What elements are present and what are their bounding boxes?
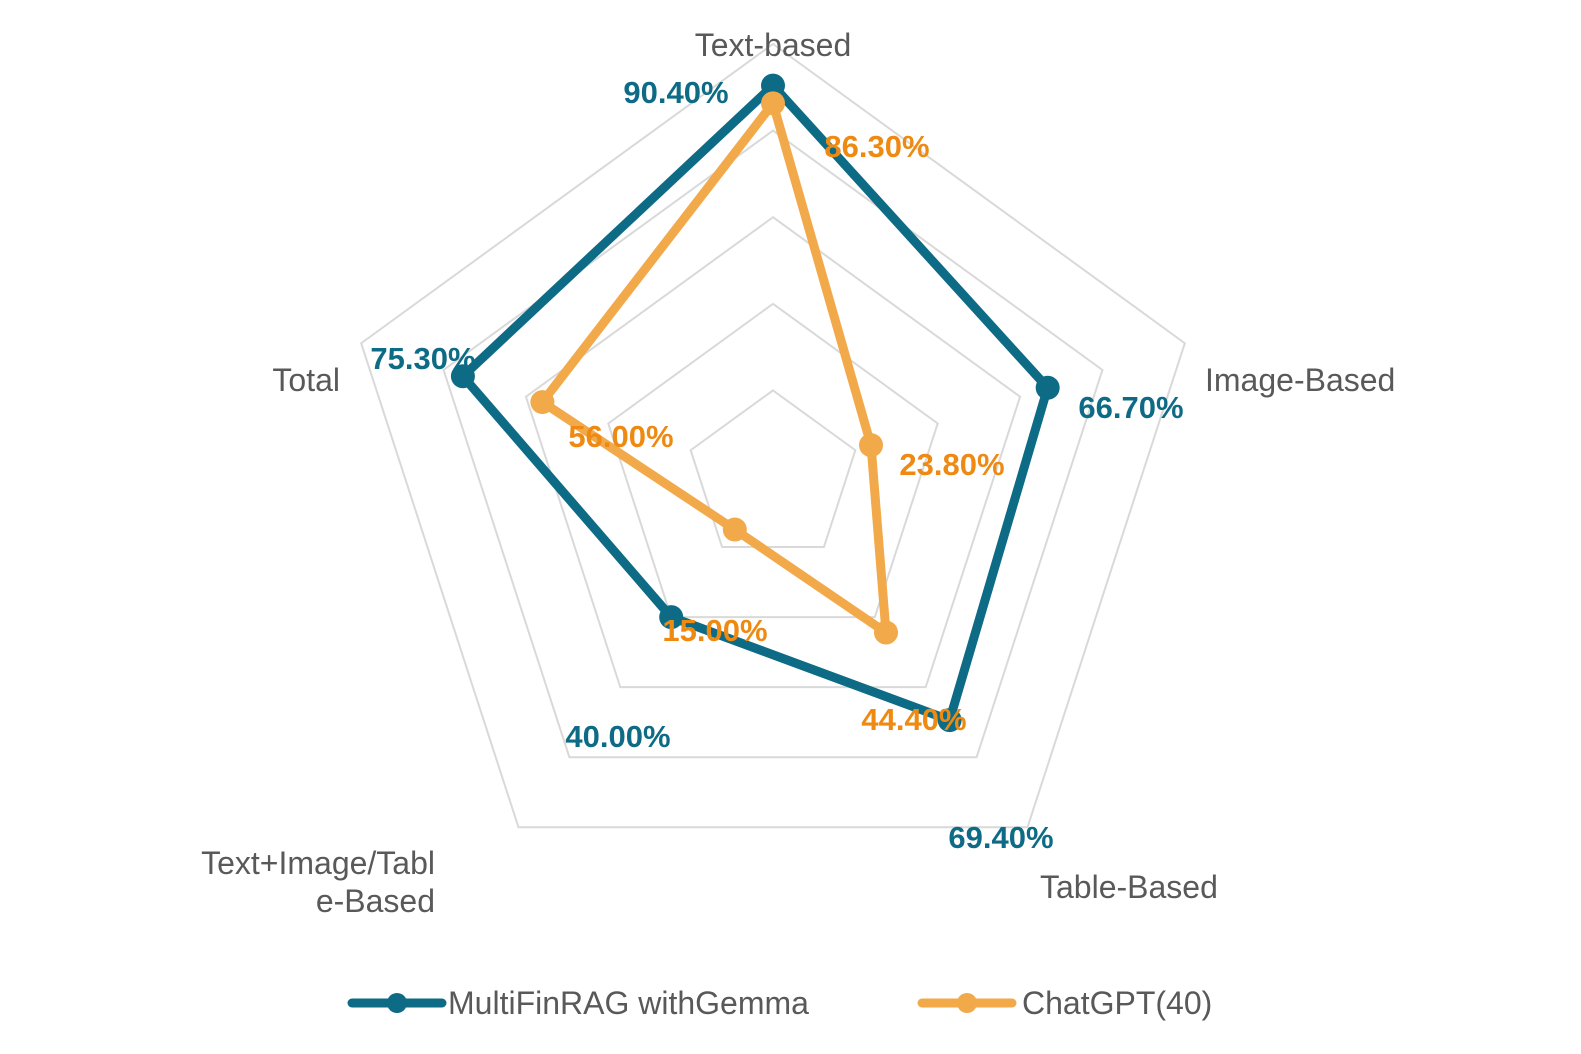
data-label: 86.30% <box>824 129 929 164</box>
data-point <box>450 364 475 389</box>
data-label: 15.00% <box>662 613 767 648</box>
data-point <box>859 433 884 458</box>
data-point <box>530 390 555 415</box>
data-label: 44.40% <box>861 702 966 737</box>
data-point <box>761 73 785 98</box>
data-label: 40.00% <box>565 719 670 754</box>
legend-label: MultiFinRAG withGemma <box>448 985 809 1021</box>
data-label: 75.30% <box>370 341 475 376</box>
legend-swatch-marker <box>387 993 407 1013</box>
data-point <box>659 605 684 630</box>
legend-label: ChatGPT(40) <box>1022 985 1212 1021</box>
axis-label-line: Text+Image/Tabl <box>201 845 435 881</box>
axis-label-line: Text-based <box>695 27 852 63</box>
axis-label-line: Image-Based <box>1205 362 1395 398</box>
data-label: 90.40% <box>623 75 728 110</box>
grid-ring <box>442 129 1104 759</box>
grid-ring <box>607 302 939 619</box>
legend-swatch-marker <box>957 993 977 1013</box>
value-labels: 90.40% 66.70% 69.40% 40.00% 75.30% 86.30% 23.8… <box>370 75 1183 855</box>
axis-label: Image-Based <box>1205 362 1395 398</box>
series-line <box>458 81 1053 725</box>
data-point <box>937 708 962 733</box>
grid-ring <box>360 42 1186 829</box>
axis-label: Total <box>272 362 340 398</box>
data-point <box>1035 375 1060 400</box>
data-label: 56.00% <box>568 419 673 454</box>
axis-label-line: Table-Based <box>1040 869 1218 905</box>
data-label: 69.40% <box>948 820 1053 855</box>
data-label: 66.70% <box>1078 390 1183 425</box>
legend: MultiFinRAG withGemma ChatGPT(40) <box>347 985 1212 1021</box>
series-line <box>537 98 891 638</box>
grid <box>360 42 1186 829</box>
grid-ring <box>689 389 857 549</box>
axis-label-line: e-Based <box>316 883 435 919</box>
axis-label: Text-based <box>695 27 852 63</box>
series <box>450 73 1060 733</box>
axis-label: Table-Based <box>1040 869 1218 905</box>
data-point <box>722 517 747 542</box>
data-point <box>761 91 785 116</box>
axis-label-line: Total <box>272 362 340 398</box>
data-point <box>874 620 899 645</box>
data-label: 23.80% <box>899 447 1004 482</box>
